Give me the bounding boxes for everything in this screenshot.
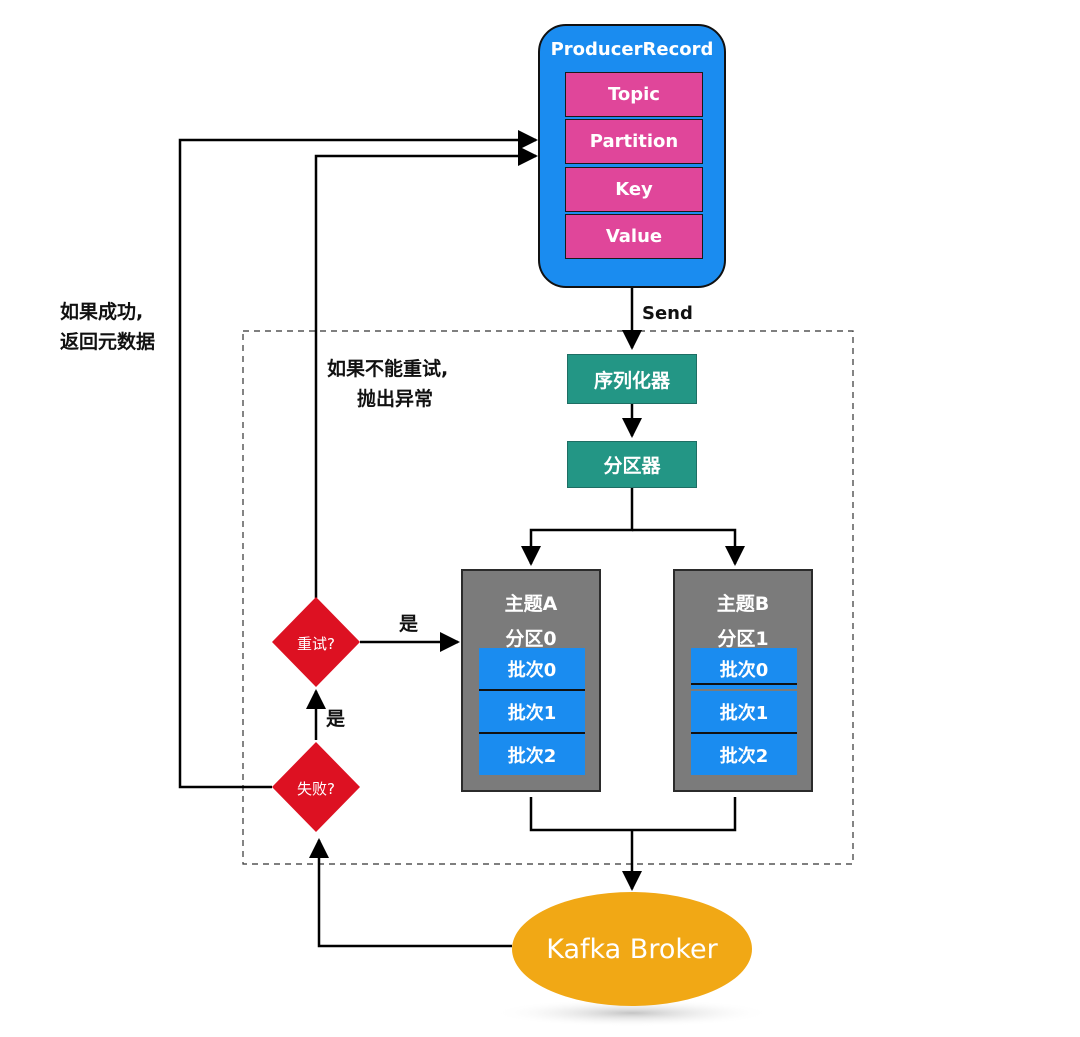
producer-record-box: ProducerRecord Topic Partition Key Value bbox=[538, 24, 726, 288]
broker-shadow bbox=[492, 999, 772, 1027]
no-retry-note-line1: 如果不能重试, bbox=[327, 358, 449, 380]
retry-decision-label: 重试? bbox=[297, 635, 335, 653]
retry-diamond bbox=[272, 597, 360, 687]
topic-a-batch-1: 批次1 bbox=[479, 691, 585, 732]
field-topic: Topic bbox=[565, 72, 703, 117]
broker-response-arrow bbox=[309, 838, 512, 948]
partitioner-fork-line bbox=[521, 488, 634, 566]
topic-b-title: 主题B bbox=[716, 593, 770, 615]
serializer-box: 序列化器 bbox=[567, 354, 697, 404]
partitioner-box: 分区器 bbox=[567, 441, 697, 488]
topic-b-batch-0: 批次0 bbox=[691, 648, 797, 689]
send-label: Send bbox=[642, 303, 693, 324]
retry-yes-label: 是 bbox=[399, 613, 419, 635]
topics-merge-line bbox=[529, 797, 737, 832]
success-arrow bbox=[178, 130, 538, 789]
fail-decision-label: 失败? bbox=[297, 780, 335, 798]
no-retry-note-line2: 抛出异常 bbox=[357, 388, 434, 410]
producer-record-title: ProducerRecord bbox=[550, 39, 714, 60]
topic-b-batch-2: 批次2 bbox=[691, 734, 797, 775]
kafka-broker: Kafka Broker bbox=[512, 892, 752, 1006]
topic-a-title: 主题A bbox=[504, 593, 558, 615]
success-note-line2: 返回元数据 bbox=[60, 331, 156, 353]
fail-diamond bbox=[272, 742, 360, 832]
topic-b-partition: 分区1 bbox=[717, 628, 769, 650]
no-retry-arrow bbox=[314, 146, 538, 598]
partitioner-fork-line-b bbox=[632, 528, 745, 566]
topic-a-batch-2: 批次2 bbox=[479, 734, 585, 775]
topic-a-partition: 分区0 bbox=[505, 628, 557, 650]
field-partition: Partition bbox=[565, 119, 703, 164]
topic-a-box: 主题A 分区0 批次0 批次1 批次2 bbox=[461, 569, 601, 792]
fail-yes-label: 是 bbox=[326, 708, 346, 730]
success-note-line1: 如果成功, bbox=[60, 301, 144, 323]
topic-b-box: 主题B 分区1 批次0 批次1 批次2 bbox=[673, 569, 813, 792]
topic-b-batch-1: 批次1 bbox=[691, 691, 797, 732]
topic-a-batch-0: 批次0 bbox=[479, 648, 585, 689]
field-value: Value bbox=[565, 214, 703, 259]
field-key: Key bbox=[565, 167, 703, 212]
